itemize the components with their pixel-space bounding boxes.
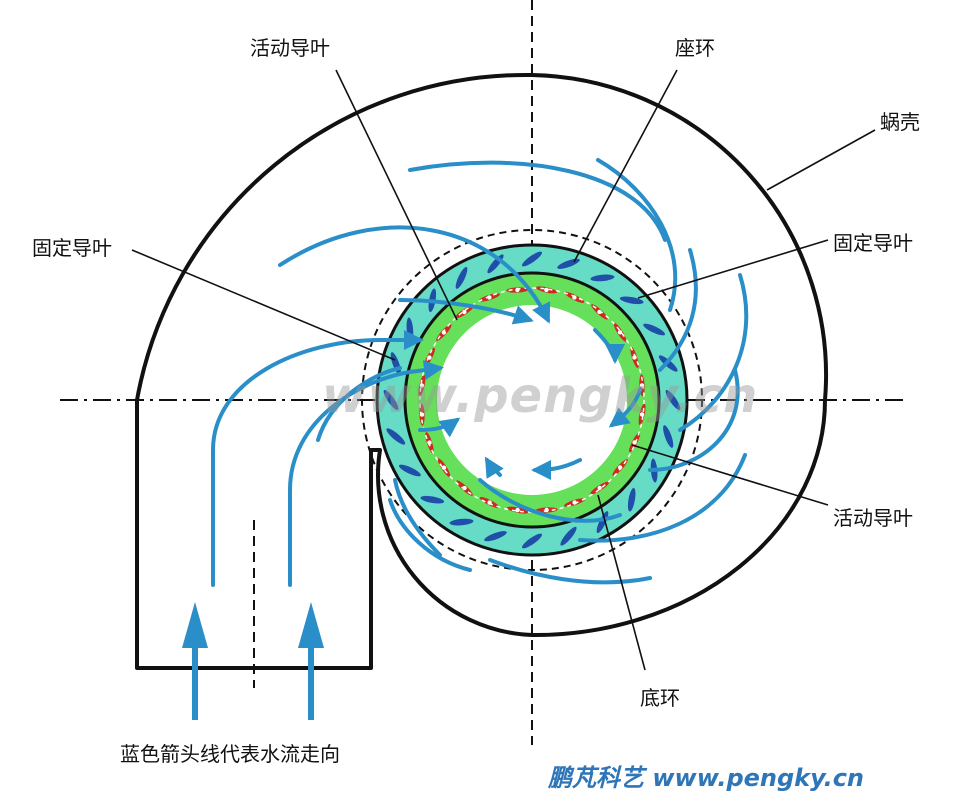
leader-stay-ring — [573, 69, 678, 263]
leader-bottom-ring — [597, 494, 646, 671]
flow-line — [316, 366, 402, 442]
label-stay-ring: 座环 — [675, 36, 715, 60]
leader-guide-vane-top — [335, 69, 458, 321]
leader-spiral-case — [766, 129, 876, 191]
fixed-vane — [643, 323, 666, 336]
flow-line — [408, 160, 667, 242]
fixed-vane — [663, 425, 674, 448]
label-guide-vane-top: 活动导叶 — [250, 36, 330, 60]
fixed-vane — [596, 511, 609, 534]
flow-line — [658, 248, 698, 372]
outer-dashed-ring — [361, 229, 703, 571]
guide-vane-pivot — [617, 330, 623, 335]
inner-dashed-ring — [419, 287, 645, 513]
fixed-vane — [619, 296, 644, 305]
flow-line — [596, 158, 678, 312]
watermark: www.pengky.cn — [322, 368, 759, 424]
fixed-vane — [665, 390, 681, 410]
fixed-vane — [484, 531, 507, 542]
flow-line — [678, 273, 749, 432]
flow-line — [478, 478, 622, 523]
guide-vane-pivot — [597, 485, 602, 491]
fixed-vane — [455, 266, 468, 289]
flow-line — [488, 558, 652, 585]
label-bottom-ring: 底环 — [640, 686, 680, 710]
flow-lines — [211, 158, 749, 587]
flow-line — [393, 478, 442, 557]
flow-line — [388, 498, 472, 572]
guide-vane-pivot — [639, 412, 645, 417]
guide-vane-pivot — [441, 465, 447, 470]
fixed-vane — [449, 518, 474, 526]
flow-line — [484, 456, 504, 479]
flow-line — [211, 330, 424, 587]
fixed-vane — [398, 464, 421, 477]
guide-vane-pivot — [515, 507, 520, 513]
fixed-vane — [522, 251, 542, 267]
label-guide-vane-right: 活动导叶 — [833, 506, 913, 530]
flow-line — [288, 360, 444, 587]
fixed-vane — [420, 495, 445, 504]
fixed-vane — [627, 487, 636, 512]
spiral-case-outline — [135, 72, 829, 670]
fixed-vane — [386, 428, 406, 445]
fixed-vane — [522, 533, 542, 549]
flow-line — [531, 458, 582, 480]
inlet-arrow-right — [298, 602, 324, 720]
label-spiral-case: 蜗壳 — [880, 110, 920, 134]
flow-line — [648, 368, 740, 472]
guide-vane-pivot — [462, 309, 467, 315]
fixed-vane — [560, 526, 577, 546]
flow-caption: 蓝色箭头线代表水流走向 — [120, 742, 340, 766]
label-fixed-vane-left: 固定导叶 — [32, 236, 112, 260]
guide-vane-pivot — [544, 287, 549, 293]
leader-fixed-vane-right — [637, 239, 829, 299]
runner-opening — [437, 305, 627, 495]
fixed-vane — [383, 390, 399, 410]
flow-line — [418, 417, 461, 438]
leader-guide-vane-right — [631, 444, 829, 506]
flow-line — [593, 328, 625, 364]
leader-fixed-vane-left — [131, 249, 396, 361]
label-fixed-vane-right: 固定导叶 — [833, 231, 913, 255]
footer-brand: 鹏芃科艺 www.pengky.cn — [548, 764, 865, 792]
flow-line — [398, 298, 534, 325]
fixed-vane — [590, 274, 615, 282]
guide-vane-pivot — [419, 383, 425, 388]
flow-line — [278, 225, 551, 324]
inlet-arrow-left — [182, 602, 208, 720]
flow-line — [608, 388, 642, 428]
